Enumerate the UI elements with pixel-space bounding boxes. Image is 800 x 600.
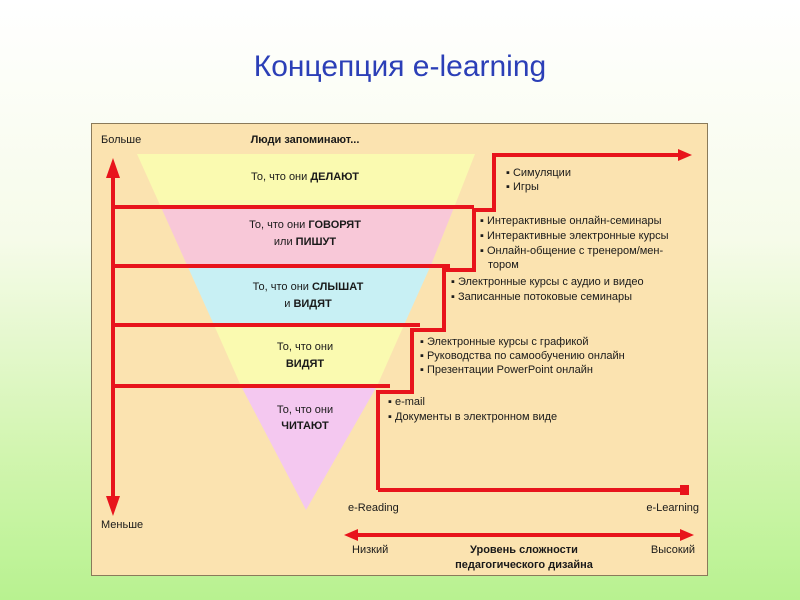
layer-say: [160, 205, 455, 265]
slide-title: Концепция e-learning: [253, 50, 547, 83]
arrow-down-icon: [106, 496, 120, 516]
layer-do-text: То, что они ДЕЛАЮТ: [251, 171, 359, 183]
layer-hear-see: [187, 265, 431, 325]
end-marker-icon: [680, 485, 689, 495]
layer-say-text-1: То, что они ГОВОРЯТ: [249, 219, 361, 231]
group-1-item-2: ▪ Игры: [506, 181, 539, 193]
layer-hear-text-1: То, что они СЛЫШАТ: [253, 281, 364, 293]
group-5-item-1: ▪ e-mail: [388, 396, 425, 408]
elearning-label: e-Learning: [646, 502, 699, 514]
more-label: Больше: [101, 134, 141, 146]
group-4-item-1: ▪ Электронные курсы с графикой: [420, 336, 589, 348]
layer-read: [241, 386, 377, 510]
layer-read-text-2: ЧИТАЮТ: [281, 420, 329, 432]
group-1-item-1: ▪ Симуляции: [506, 167, 571, 179]
high-label: Высокий: [651, 544, 695, 556]
low-label: Низкий: [352, 544, 388, 556]
layer-see-text-2: ВИДЯТ: [286, 358, 325, 370]
group-4-item-2: ▪ Руководства по самообучению онлайн: [420, 350, 625, 362]
group-2-item-2: ▪ Интерактивные электронные курсы: [480, 230, 669, 242]
group-3-item-2: ▪ Записанные потоковые семинары: [451, 291, 632, 303]
remember-header: Люди запоминают...: [251, 134, 360, 146]
arrow-left-bottom-icon: [344, 529, 358, 541]
layer-see-text-1: То, что они: [277, 341, 333, 353]
ereading-label: e-Reading: [348, 502, 399, 514]
staircase-line: [376, 153, 680, 490]
arrow-right-bottom-icon: [680, 529, 694, 541]
layer-do: [137, 154, 475, 205]
layer-hear-text-2: и ВИДЯТ: [284, 298, 332, 310]
group-3-item-1: ▪ Электронные курсы с аудио и видео: [451, 276, 644, 288]
layer-read-text-1: То, что они: [277, 404, 333, 416]
complexity-title-2: педагогического дизайна: [455, 559, 594, 571]
group-5-item-2: ▪ Документы в электронном виде: [388, 411, 557, 423]
group-2-item-3: ▪ Онлайн-общение с тренером/мен-: [480, 245, 664, 257]
layer-say-text-2: или ПИШУТ: [274, 236, 336, 248]
group-2-item-1: ▪ Интерактивные онлайн-семинары: [480, 215, 662, 227]
group-4-item-3: ▪ Презентации PowerPoint онлайн: [420, 364, 593, 376]
layer-see: [214, 325, 404, 386]
arrow-right-top-icon: [678, 149, 692, 161]
group-2-item-3-cont: тором: [488, 259, 519, 271]
less-label: Меньше: [101, 519, 143, 531]
arrow-up-icon: [106, 158, 120, 178]
complexity-title-1: Уровень сложности: [470, 544, 578, 556]
